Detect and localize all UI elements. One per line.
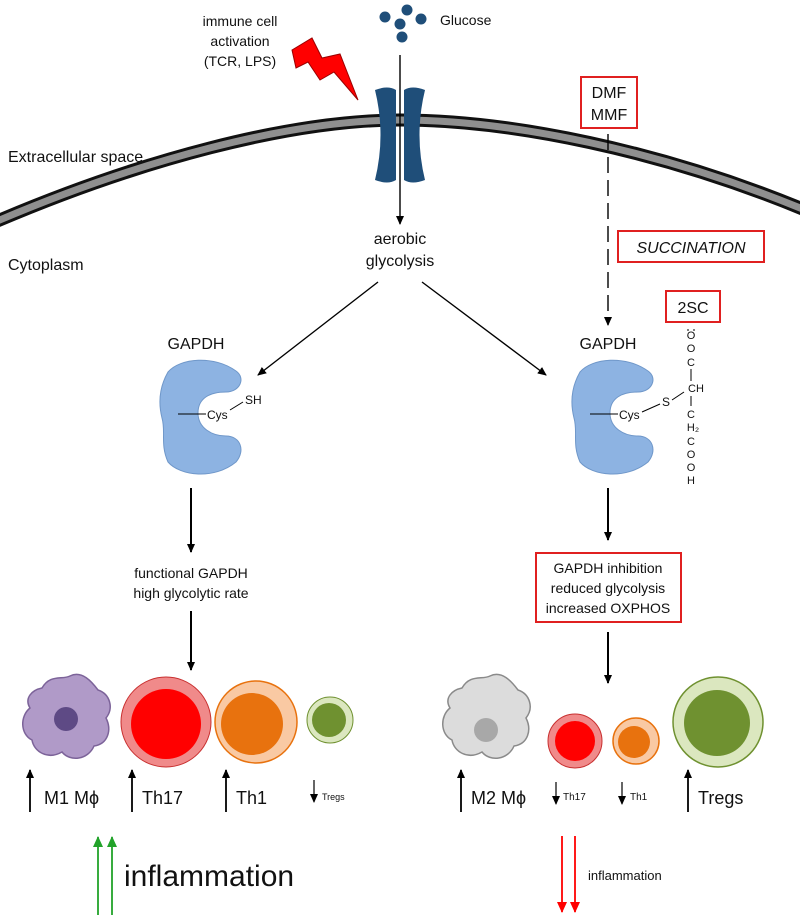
- svg-text:H: H: [687, 475, 695, 487]
- svg-text:high glycolytic rate: high glycolytic rate: [133, 585, 248, 601]
- m2-nucleus: [474, 718, 498, 742]
- gapdh-left-enzyme: [159, 359, 242, 475]
- svg-text:C: C: [687, 409, 695, 421]
- tregs-right-inner: [684, 690, 750, 756]
- svg-text:(TCR, LPS): (TCR, LPS): [204, 53, 276, 69]
- functional-gapdh-label: functional GAPDH high glycolytic rate: [133, 565, 248, 601]
- cytoplasm-label: Cytoplasm: [8, 257, 84, 274]
- two-sc-label: 2SC: [677, 300, 708, 317]
- cys-left-label: Cys: [207, 408, 228, 422]
- glucose-label: Glucose: [440, 12, 492, 28]
- gapdh-left-label: GAPDH: [168, 336, 225, 353]
- s-ch-bond: [671, 391, 685, 401]
- svg-text:C: C: [687, 436, 695, 448]
- inhibition-box: [535, 552, 682, 623]
- sh-bond: [229, 401, 244, 411]
- svg-text:C: C: [687, 357, 695, 369]
- extracellular-label: Extracellular space: [8, 149, 143, 166]
- svg-text:DMF: DMF: [592, 85, 627, 102]
- tregs-right-label: Tregs: [698, 788, 743, 808]
- svg-text:CH: CH: [688, 383, 704, 395]
- svg-text:O: O: [687, 462, 696, 474]
- svg-text:O: O: [687, 343, 696, 355]
- th1-left-inner: [221, 693, 283, 755]
- succination-label: SUCCINATION: [636, 240, 745, 257]
- svg-text:aerobic: aerobic: [374, 231, 426, 248]
- svg-text:MMF: MMF: [591, 107, 628, 124]
- th1-right-inner: [618, 726, 650, 758]
- inflammation-left-label: inflammation: [124, 860, 294, 893]
- arrow-to-right-gapdh: [421, 281, 547, 376]
- succinate-structure: O O C CH C H₂ C O O H: [687, 329, 704, 487]
- dmf-mmf-box: [580, 76, 638, 129]
- th17-left-inner: [131, 689, 201, 759]
- svg-text:increased OXPHOS: increased OXPHOS: [546, 600, 671, 616]
- svg-text:activation: activation: [210, 33, 269, 49]
- svg-text:H₂: H₂: [687, 422, 699, 434]
- svg-text:functional GAPDH: functional GAPDH: [134, 565, 248, 581]
- m1-nucleus: [54, 707, 78, 731]
- s-label: S: [662, 395, 670, 409]
- two-sc-box: [665, 290, 721, 323]
- dmf-mmf-label: DMF MMF: [591, 85, 628, 124]
- svg-text:GAPDH inhibition: GAPDH inhibition: [554, 560, 663, 576]
- svg-text:O: O: [687, 330, 696, 342]
- sh-label: SH: [245, 393, 262, 407]
- th17-right-label: Th17: [563, 792, 586, 803]
- th17-right-inner: [555, 721, 595, 761]
- inhibition-label: GAPDH inhibition reduced glycolysis incr…: [546, 560, 671, 616]
- svg-text:immune cell: immune cell: [203, 13, 278, 29]
- th1-left-label: Th1: [236, 788, 267, 808]
- s-bond: [641, 403, 661, 413]
- lightning-bolt-icon: [291, 37, 359, 101]
- arrow-to-left-gapdh: [257, 281, 379, 376]
- gapdh-right-label: GAPDH: [580, 336, 637, 353]
- succination-box: [617, 230, 765, 263]
- activation-label: immune cell activation (TCR, LPS): [203, 13, 278, 69]
- m1-label: M1 Mϕ: [44, 788, 99, 808]
- aerobic-glycolysis-label: aerobic glycolysis: [366, 231, 434, 270]
- inflammation-right-label: inflammation: [588, 868, 662, 883]
- th17-left-label: Th17: [142, 788, 183, 808]
- tregs-left-inner: [312, 703, 346, 737]
- svg-text:glycolysis: glycolysis: [366, 253, 434, 270]
- tregs-left-label: Tregs: [322, 792, 345, 802]
- glucose-transporter: [375, 87, 425, 183]
- m2-label: M2 Mϕ: [471, 788, 526, 808]
- th1-right-label: Th1: [630, 792, 648, 803]
- glucose-molecules: [379, 4, 427, 43]
- m2-macrophage: [442, 673, 531, 759]
- svg-text:reduced glycolysis: reduced glycolysis: [551, 580, 665, 596]
- cys-right-label: Cys: [619, 408, 640, 422]
- gapdh-right-enzyme: [571, 359, 654, 475]
- svg-text:O: O: [687, 449, 696, 461]
